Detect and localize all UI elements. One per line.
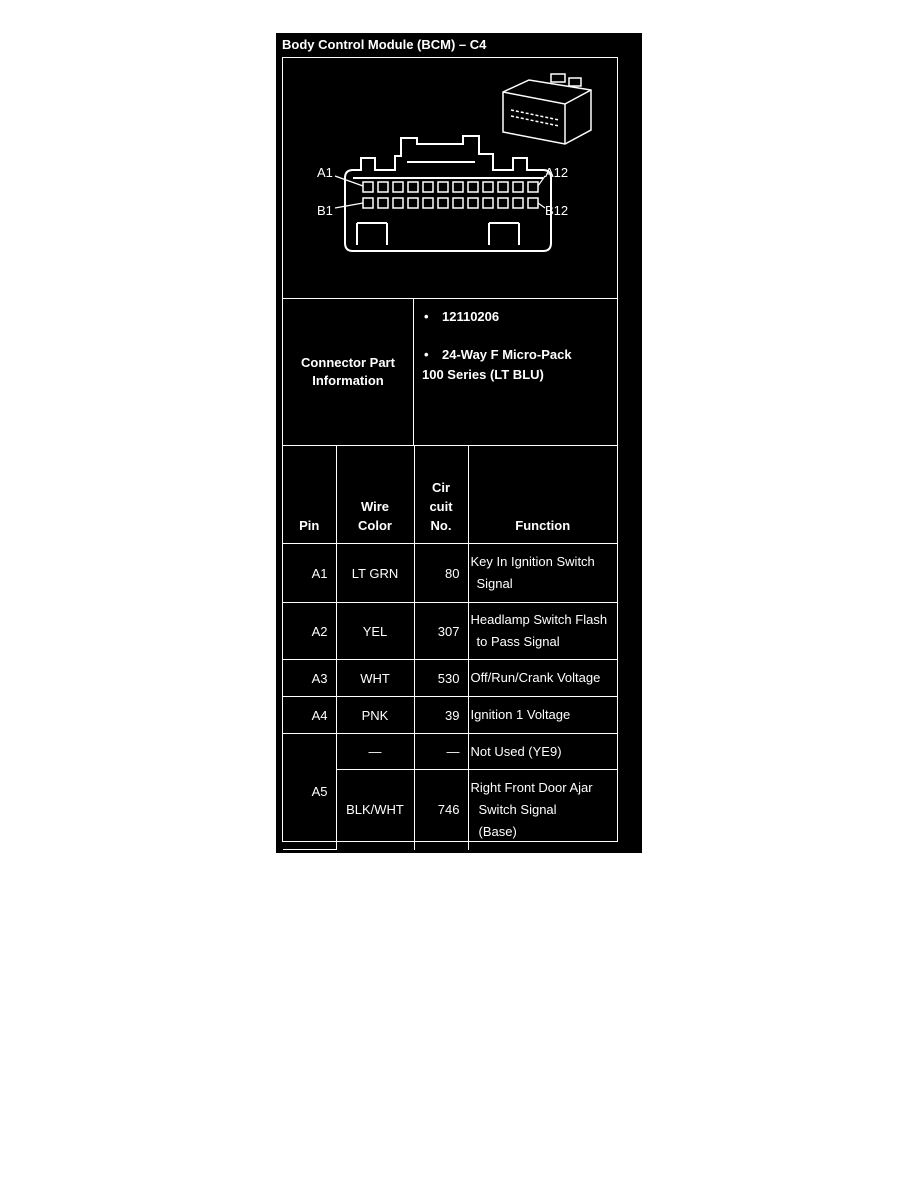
wire-color-cell: YEL bbox=[335, 602, 415, 660]
cavity bbox=[422, 197, 434, 209]
circuit-cell: 39 bbox=[413, 696, 469, 734]
function-cell: Off/Run/Crank Voltage bbox=[467, 659, 617, 697]
cavity bbox=[497, 197, 509, 209]
wire-color-cell: — bbox=[335, 733, 415, 770]
cavity bbox=[467, 181, 479, 193]
circuit-cell: 746 bbox=[413, 769, 469, 850]
pin-cell: A3 bbox=[283, 659, 337, 697]
table-row: A4 PNK 39 Ignition 1 Voltage bbox=[283, 696, 617, 734]
header-pin: Pin bbox=[283, 446, 337, 544]
connector-iso-sketch bbox=[502, 73, 592, 145]
cavity bbox=[467, 197, 479, 209]
connector-drawing: A1 B1 A12 B12 bbox=[283, 58, 617, 299]
page-title: Body Control Module (BCM) – C4 bbox=[282, 37, 487, 52]
connector-face-diagram: A1 B1 A12 B12 bbox=[317, 73, 592, 252]
label-a12: A12 bbox=[545, 165, 568, 180]
table-row: A3 WHT 530 Off/Run/Crank Voltage bbox=[283, 659, 617, 697]
table-row: A5 — — Not Used (YE9) bbox=[283, 733, 617, 850]
cavity bbox=[377, 197, 389, 209]
info-label-line: Information bbox=[312, 373, 384, 388]
pin-cell: A1 bbox=[283, 543, 337, 603]
wire-color-cell: LT GRN bbox=[335, 543, 415, 603]
label-a1: A1 bbox=[317, 165, 333, 180]
connector-part-info-values: • 12110206 • 24-Way F Micro-Pack 100 Serie… bbox=[414, 299, 617, 445]
circuit-cell: — bbox=[413, 733, 469, 770]
bullet-icon: • bbox=[424, 309, 429, 324]
connector-part-info: Connector Part Information • 12110206 • 24… bbox=[283, 299, 617, 446]
cavity bbox=[527, 197, 539, 209]
part-description: 24-Way F Micro-Pack bbox=[442, 347, 572, 362]
connector-sheet: Body Control Module (BCM) – C4 bbox=[276, 33, 642, 853]
cavity bbox=[377, 181, 389, 193]
function-cell: Not Used (YE9) bbox=[467, 733, 617, 770]
info-label-line: Connector Part bbox=[301, 355, 395, 370]
function-cell: Ignition 1 Voltage bbox=[467, 696, 617, 734]
cavity-row-a bbox=[362, 181, 539, 193]
bullet-icon: • bbox=[424, 347, 429, 362]
cavity bbox=[452, 181, 464, 193]
part-number: 12110206 bbox=[442, 309, 500, 324]
cavity bbox=[437, 197, 449, 209]
pin-cell: A5 bbox=[283, 733, 337, 850]
connector-face-outline bbox=[344, 135, 552, 252]
cavity bbox=[392, 197, 404, 209]
circuit-cell: 530 bbox=[413, 659, 469, 697]
part-description-item: • 24-Way F Micro-Pack bbox=[424, 347, 572, 362]
wire-color-cell: WHT bbox=[335, 659, 415, 697]
wire-color-cell: BLK/WHT bbox=[336, 769, 415, 850]
cavity bbox=[452, 197, 464, 209]
header-function: Function bbox=[467, 446, 617, 544]
cavity bbox=[497, 181, 509, 193]
label-b1: B1 bbox=[317, 203, 333, 218]
circuit-cell: 80 bbox=[413, 543, 469, 603]
part-number-item: • 12110206 bbox=[424, 309, 499, 324]
cavity bbox=[512, 181, 524, 193]
pin-cell: A4 bbox=[283, 696, 337, 734]
cavity bbox=[527, 181, 539, 193]
cavity bbox=[362, 197, 374, 209]
cavity bbox=[437, 181, 449, 193]
connector-frame: A1 B1 A12 B12 Connector Part Information… bbox=[282, 57, 618, 850]
cavity bbox=[512, 197, 524, 209]
cavity-row-b bbox=[362, 197, 539, 209]
cavity bbox=[482, 181, 494, 193]
wire-color-cell: PNK bbox=[335, 696, 415, 734]
circuit-cell: 307 bbox=[413, 602, 469, 660]
pin-leader-lines bbox=[334, 175, 546, 209]
pin-cell: A2 bbox=[283, 602, 337, 660]
part-description-continued: 100 Series (LT BLU) bbox=[422, 367, 544, 382]
cavity bbox=[407, 197, 419, 209]
cavity bbox=[407, 181, 419, 193]
cavity bbox=[482, 197, 494, 209]
cavity bbox=[422, 181, 434, 193]
cavity bbox=[362, 181, 374, 193]
connector-part-info-label: Connector Part Information bbox=[283, 299, 414, 445]
cavity bbox=[392, 181, 404, 193]
label-b12: B12 bbox=[545, 203, 568, 218]
